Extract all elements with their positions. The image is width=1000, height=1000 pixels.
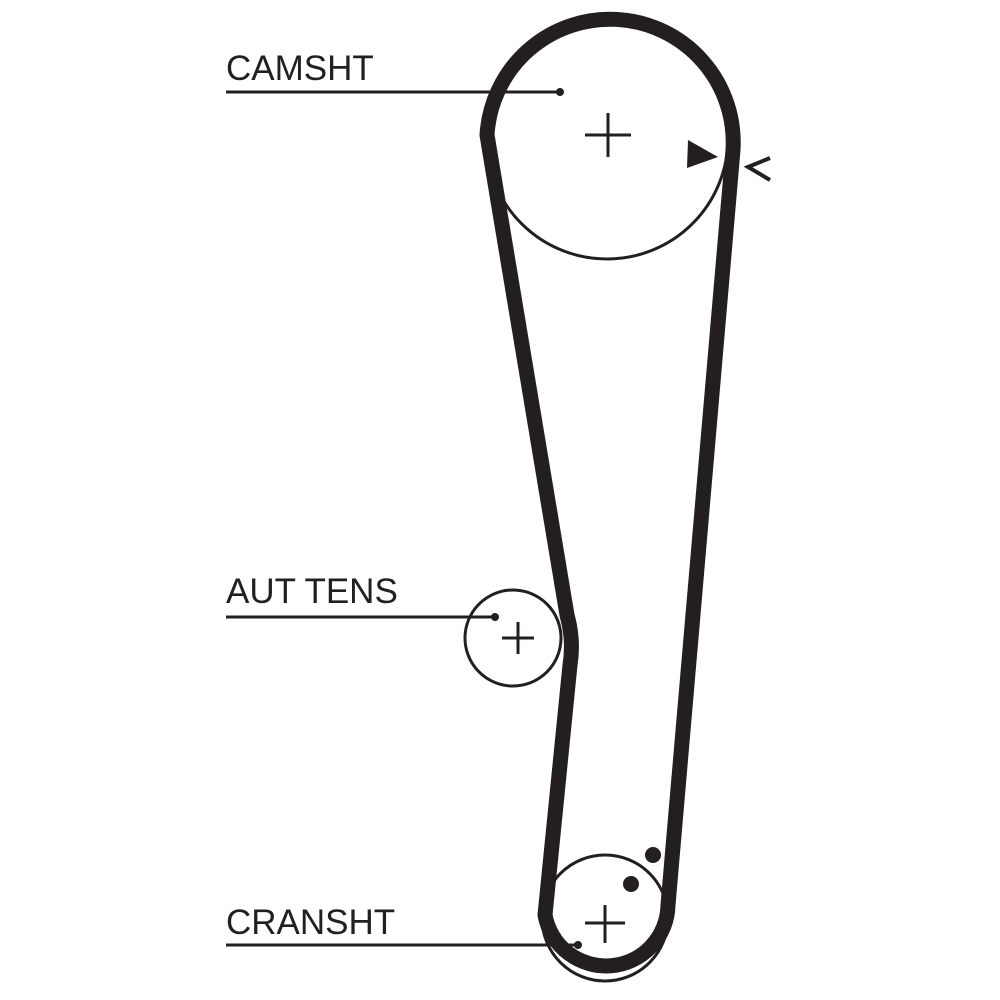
leader-dot [556,88,564,96]
camshaft-label: CAMSHT [226,49,374,88]
leader-dot [574,941,582,949]
crankshaft-label: CRANSHT [226,903,395,942]
crank-timing-dot [623,876,639,892]
tensioner-center-cross-icon [502,622,534,654]
crank-timing-dot [645,847,661,863]
crankshaft-center-cross-icon [585,905,625,943]
leader-dot [491,613,499,621]
timing-mark-arrow-icon [687,140,718,168]
tensioner-pulley [463,588,563,688]
chevron-mark-icon [743,156,772,182]
timing-belt [479,11,741,974]
camshaft-center-cross-icon [585,113,631,157]
tensioner-label: AUT TENS [226,572,398,611]
